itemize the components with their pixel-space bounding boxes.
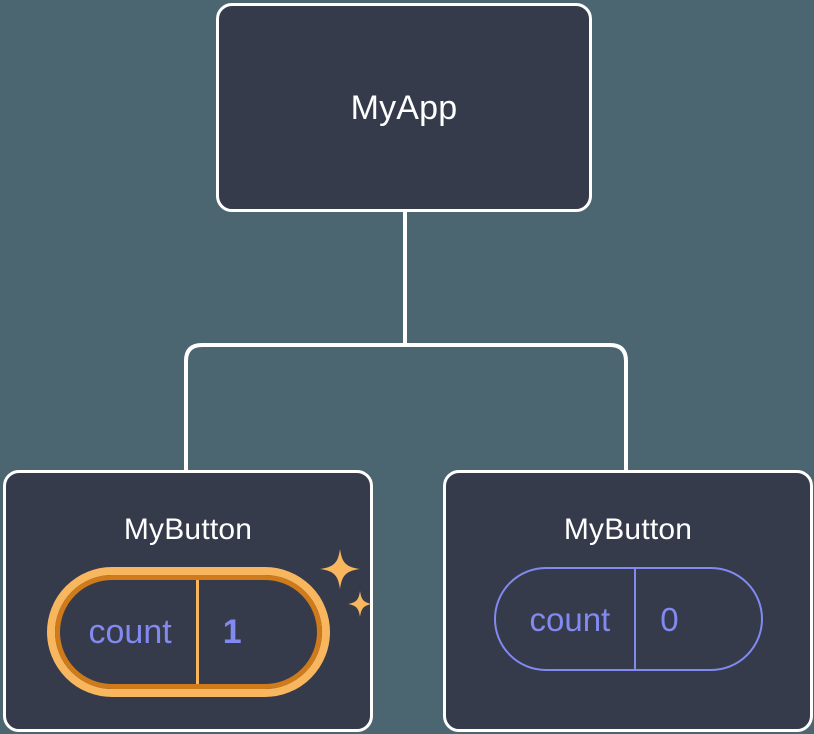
- state-key: count: [529, 600, 611, 638]
- state-divider: [634, 567, 637, 671]
- node-title: MyButton: [563, 513, 693, 546]
- state-value: 1: [222, 613, 242, 651]
- node-myapp[interactable]: MyApp: [216, 3, 592, 212]
- connector-child-bus: [184, 343, 628, 472]
- state-badge-highlighted[interactable]: count 1: [46, 567, 330, 697]
- node-mybutton-left[interactable]: MyButton count 1: [3, 470, 373, 732]
- state-divider: [195, 567, 199, 697]
- state-value: 0: [660, 600, 679, 638]
- sparkle-large-icon: [319, 549, 360, 589]
- state-badge-wrapper: count 1: [46, 549, 372, 697]
- state-badge-wrapper: count 0: [493, 567, 763, 671]
- sparkle-small-icon: [347, 591, 372, 617]
- node-title: MyButton: [123, 513, 253, 546]
- node-title: MyApp: [350, 88, 458, 127]
- state-badge[interactable]: count 0: [493, 567, 763, 671]
- node-mybutton-right[interactable]: MyButton count 0: [443, 470, 813, 732]
- state-key: count: [88, 613, 172, 651]
